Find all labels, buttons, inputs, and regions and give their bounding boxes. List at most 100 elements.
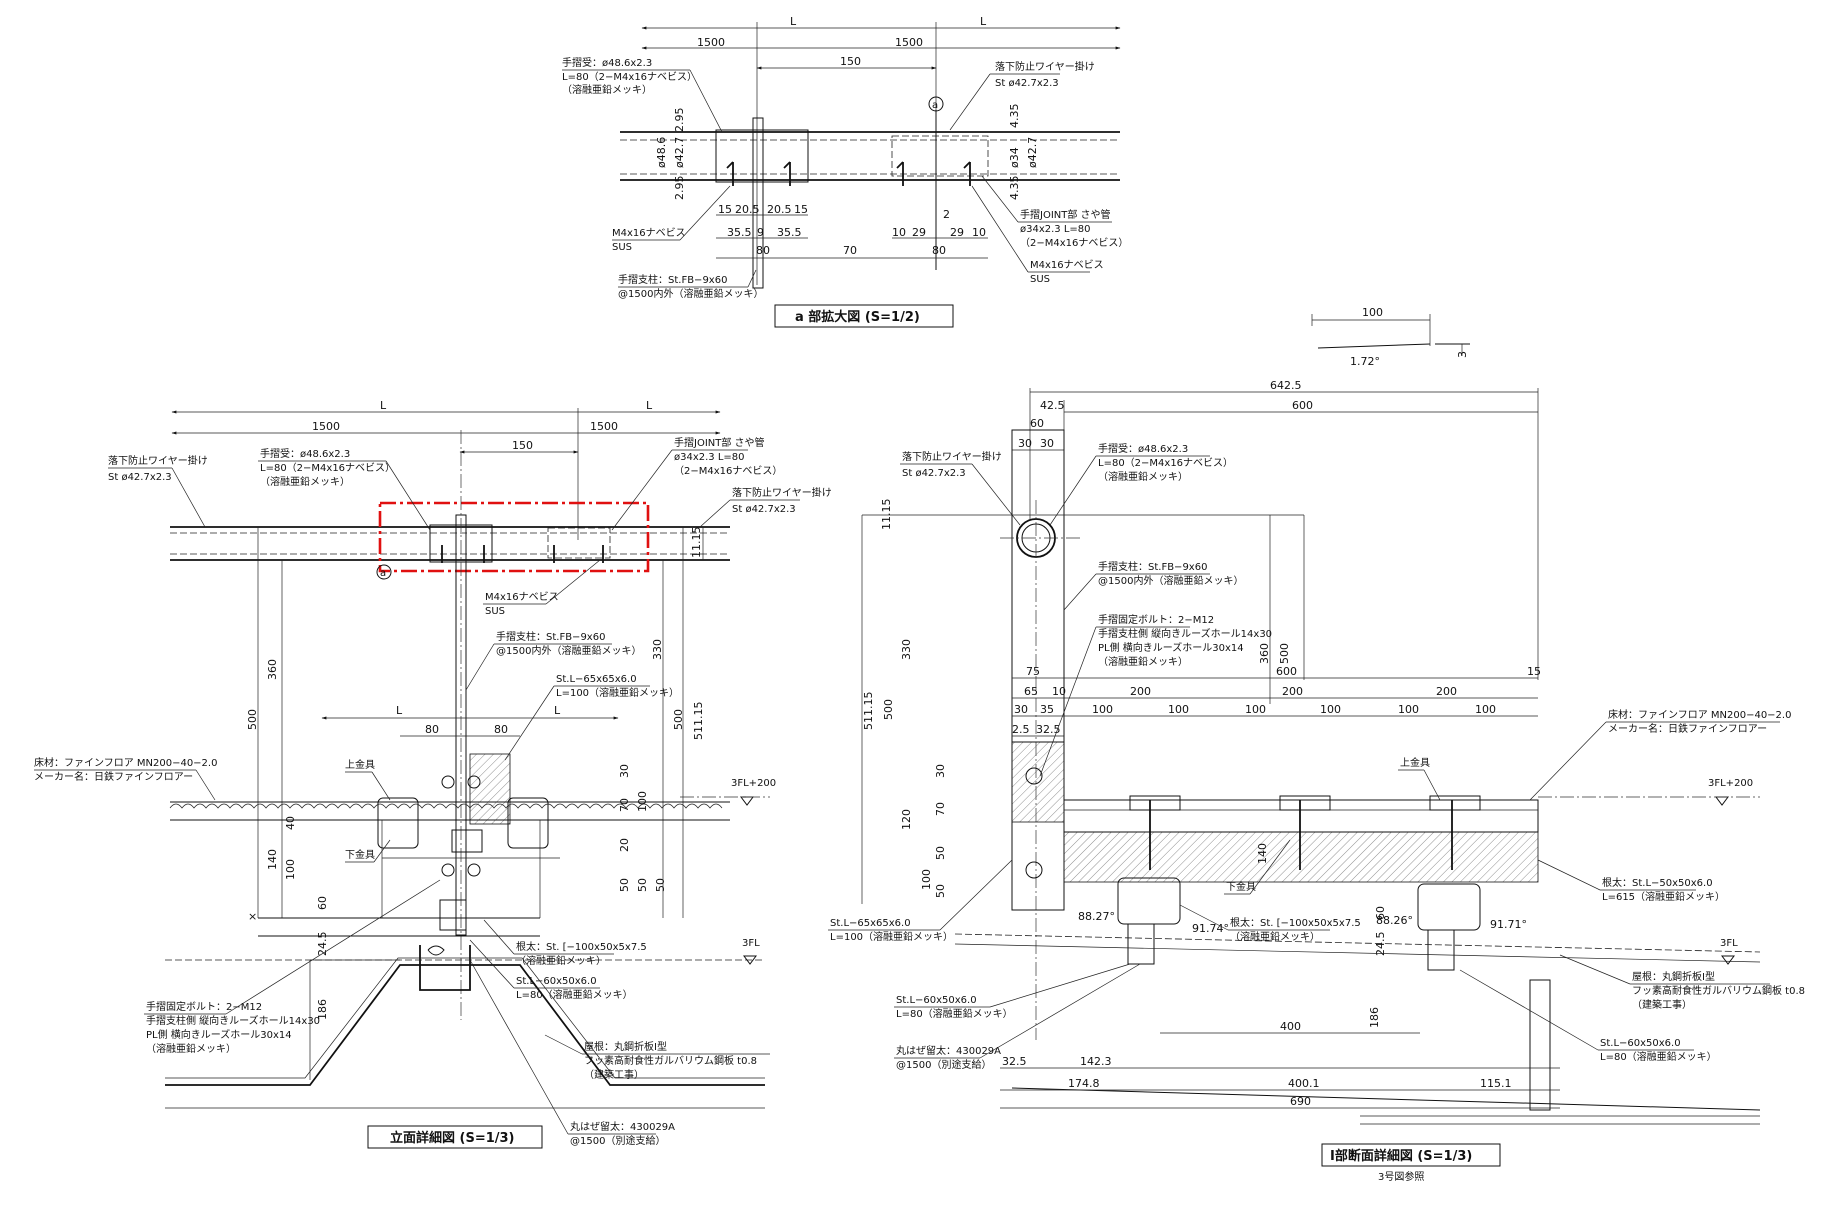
dim-text: 100: [636, 791, 649, 812]
note: 手摺JOINT部 さや管: [674, 436, 765, 449]
dim-text: 88.27°: [1078, 910, 1115, 923]
dim-text: 50: [934, 884, 947, 898]
note: 手摺支柱：St.FB−9x60: [496, 630, 605, 643]
note: 手摺支柱側 縦向きルーズホール14x30: [146, 1014, 320, 1027]
note: St.L−65x65x6.0: [830, 918, 911, 929]
dim-text: 100: [1362, 306, 1383, 319]
note: 根太：St. [−100x50x5x7.5: [1230, 916, 1361, 929]
dim-text: 60: [1374, 906, 1387, 920]
dim-text: 690: [1290, 1095, 1311, 1108]
note: ø34x2.3 L=80: [1020, 224, 1091, 235]
note: 落下防止ワイヤー掛け: [108, 454, 208, 467]
dim-text: 2: [943, 208, 950, 221]
dim-text: 50: [934, 846, 947, 860]
note: 落下防止ワイヤー掛け: [995, 60, 1095, 73]
elevation-detail: L L 1500 1500 150 a 360 500 330 50: [34, 399, 832, 1149]
dim-text: 32.5: [1002, 1055, 1027, 1068]
dim-text: L: [380, 399, 387, 412]
dim-text: 511.15: [862, 692, 875, 731]
dim-text: 20.5: [767, 203, 792, 216]
note: M4x16ナベビス: [1030, 259, 1104, 271]
dim-text: L: [790, 15, 797, 28]
dim-mark: ×: [248, 910, 257, 923]
note: St ø42.7x2.3: [732, 504, 796, 515]
dim-text: 80: [932, 244, 946, 257]
dim-text: 100: [1320, 703, 1341, 716]
marker-a: [928, 96, 944, 112]
dim-text: 29: [912, 226, 926, 239]
marker-a-label: a: [380, 568, 386, 579]
note: St ø42.7x2.3: [108, 472, 172, 483]
level-label: 3FL+200: [731, 778, 776, 789]
dim-text: 500: [1278, 643, 1291, 664]
note: SUS: [612, 242, 632, 253]
dim-text: 642.5: [1270, 379, 1302, 392]
dim-text: L: [554, 704, 561, 717]
note: L=80（2−M4x16ナベビス）: [260, 462, 395, 474]
dim-text: 20: [618, 838, 631, 852]
note: 手摺固定ボルト：2−M12: [1098, 613, 1214, 626]
note: M4x16ナベビス: [612, 227, 686, 239]
note: （建築工事）: [1632, 998, 1692, 1011]
dim-text: 140: [266, 849, 279, 870]
slope-detail: 100 1.72° 3: [1311, 306, 1470, 368]
marker-a-label: a: [932, 100, 938, 111]
dim-text: 80: [494, 723, 508, 736]
dim-text: 15: [1527, 665, 1541, 678]
dim-text: 15: [794, 203, 808, 216]
note: 落下防止ワイヤー掛け: [902, 450, 1002, 463]
dim-text: 100: [1245, 703, 1266, 716]
dim-text: ø42.7: [673, 137, 686, 168]
dim-text: 11.15: [690, 527, 703, 559]
dim-text: 10: [1052, 685, 1066, 698]
note: L=100（溶融亜鉛メッキ）: [556, 686, 679, 699]
level-label: 3FL: [742, 938, 760, 949]
top-detail: L L 1500 1500 150 a 2.95 ø48.6 ø42.7 2.9…: [562, 15, 1128, 328]
dim-text: 30: [618, 764, 631, 778]
dim-text: 15: [718, 203, 732, 216]
dim-text: 35.5: [777, 226, 802, 239]
dim-text: 60: [1030, 417, 1044, 430]
dim-text: 330: [900, 639, 913, 660]
note: （溶融亜鉛メッキ）: [516, 954, 606, 967]
dim-text: 4.35: [1008, 176, 1021, 201]
dim-text: 80: [756, 244, 770, 257]
subtitle-section: 3号図参照: [1378, 1170, 1424, 1183]
note: St.L−60x50x6.0: [896, 995, 977, 1006]
note: 根太：St. [−100x50x5x7.5: [516, 940, 647, 953]
note: L=80（2−M4x16ナベビス）: [562, 71, 697, 83]
dim-text: 100: [1168, 703, 1189, 716]
note: PL側 横向きルーズホール30x14: [146, 1028, 292, 1041]
dim-text: 30: [1018, 437, 1032, 450]
dim-text: 100: [1475, 703, 1496, 716]
note: 屋根：丸鋼折板Ⅰ型: [1632, 970, 1715, 983]
dim-text: 115.1: [1480, 1077, 1512, 1090]
level-label: 3FL: [1720, 938, 1738, 949]
note: （溶融亜鉛メッキ）: [1098, 470, 1188, 483]
dim-text: 30: [934, 764, 947, 778]
dim-text: 3: [1456, 351, 1469, 358]
note: @1500（別途支給）: [570, 1134, 665, 1147]
dim-text: 91.71°: [1490, 918, 1527, 931]
dim-text: 75: [1026, 665, 1040, 678]
dim-text: 35: [1040, 703, 1054, 716]
dim-text: 1.72°: [1350, 355, 1380, 368]
level-label: 3FL+200: [1708, 778, 1753, 789]
dim-text: 50: [654, 878, 667, 892]
dim-text: 511.15: [692, 702, 705, 741]
note: St.L−65x65x6.0: [556, 674, 637, 685]
dim-text: 2.95: [673, 176, 686, 201]
note: （建築工事）: [584, 1068, 644, 1081]
note: フッ素高耐食性ガルバリウム鋼板 t0.8: [584, 1054, 757, 1067]
note: @1500内外（溶融亜鉛メッキ）: [618, 287, 763, 300]
note: （2−M4x16ナベビス）: [1020, 237, 1128, 249]
dim-text: 500: [882, 699, 895, 720]
dim-text: 600: [1292, 399, 1313, 412]
dim-text: 50: [618, 878, 631, 892]
note: （溶融亜鉛メッキ）: [1230, 930, 1320, 943]
note: 下金具: [345, 848, 375, 861]
note: L=615（溶融亜鉛メッキ）: [1602, 890, 1725, 903]
dim-text: 32.5: [1036, 723, 1061, 736]
note: St ø42.7x2.3: [902, 468, 966, 479]
